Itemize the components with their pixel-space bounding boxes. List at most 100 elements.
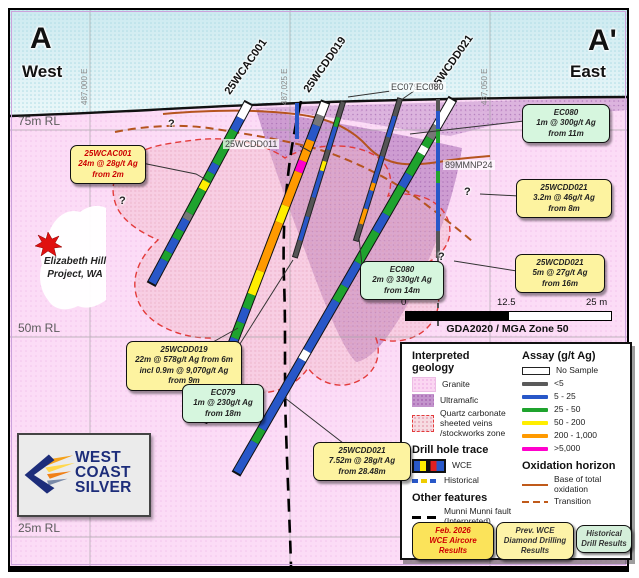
legend-label: WCE xyxy=(452,460,472,471)
wa-state-silhouette xyxy=(40,205,106,310)
key-prev-diamond-results: Prev. WCE Diamond Drilling Results xyxy=(496,522,574,561)
oxidation-transition-line xyxy=(114,124,473,242)
hole-label-89mmnp24: 89MMNP24 xyxy=(443,160,495,170)
easting-label-487050: 487,050 E xyxy=(480,68,489,105)
rl-label-50m: 50m RL xyxy=(18,321,61,335)
drill-trace-ec079 xyxy=(291,100,347,259)
legend-swatch xyxy=(412,459,446,474)
legend-swatch xyxy=(412,377,436,392)
section-direction-west: West xyxy=(22,62,63,81)
west-coast-silver-logo: WEST COAST SILVER xyxy=(17,433,151,517)
legend-swatch xyxy=(522,394,548,399)
legend-item: Base of total oxidation xyxy=(522,474,626,495)
legend-trace-title: Drill hole trace xyxy=(412,444,489,457)
collar-label-ec080: EC080 xyxy=(414,82,446,92)
legend-label: 50 - 200 xyxy=(554,416,586,427)
legend-item: Quartz carbonate sheeted veins /stockwor… xyxy=(412,408,514,438)
cross-section-canvas xyxy=(10,10,627,566)
legend-label: 5 - 25 xyxy=(554,390,576,401)
wcs-logo-icon xyxy=(24,454,75,494)
map-area: A West A' East 75m RL 50m RL 25m RL 487,… xyxy=(10,10,632,566)
rl-label-75m: 75m RL xyxy=(18,114,61,128)
legend-label: No Sample xyxy=(556,364,599,375)
trace-list: WCE Historical xyxy=(412,459,514,486)
section-marker-a: A xyxy=(30,22,52,55)
legend-label: >5,000 xyxy=(554,442,581,453)
features-list: Munni Munni fault (Interpreted) xyxy=(412,507,514,527)
legend-item: Ultramafic xyxy=(412,394,514,407)
legend-swatch xyxy=(412,415,434,433)
easting-label-487025: 487,025 E xyxy=(280,68,289,105)
easting-label-487000: 487,000 E xyxy=(80,68,89,105)
legend-label: Ultramafic xyxy=(440,394,479,405)
legend-swatch xyxy=(522,420,548,425)
legend-label: Quartz carbonate sheeted veins /stockwor… xyxy=(440,408,506,438)
legend-label: Base of total oxidation xyxy=(554,474,602,494)
question-mark: ? xyxy=(119,195,126,207)
legend-item: Granite xyxy=(412,377,514,392)
legend-item: 50 - 200 xyxy=(522,417,626,428)
legend-label: 200 - 1,000 xyxy=(554,429,598,440)
legend-swatch xyxy=(522,500,548,504)
scalebar-tick-125: 12.5 xyxy=(497,297,516,308)
legend-item: <5 xyxy=(522,378,626,389)
callout-ec080-300: EC080 1m @ 300g/t Ag from 11m xyxy=(522,104,610,144)
scalebar-right-segment xyxy=(508,311,612,321)
question-mark: ? xyxy=(464,186,471,198)
legend-swatch xyxy=(522,433,548,438)
legend-swatch xyxy=(522,366,550,375)
legend-item: 5 - 25 xyxy=(522,391,626,402)
munni-munni-fault xyxy=(282,100,303,566)
callout-ec080-330: EC080 2m @ 330g/t Ag from 14m xyxy=(360,261,444,301)
callout-ec079: EC079 1m @ 230g/t Ag from 18m xyxy=(182,384,264,424)
scalebar-datum-label: GDA2020 / MGA Zone 50 xyxy=(446,323,569,335)
legend-swatch xyxy=(522,407,548,412)
legend-label: Historical xyxy=(444,474,479,485)
legend-label: <5 xyxy=(554,377,564,388)
hole-label-25wcdd011: 25WCDD011 xyxy=(223,139,280,149)
collar-label-ec079: EC079 xyxy=(389,82,421,92)
legend-item: Transition xyxy=(522,496,626,508)
callout-25wcdd021-46: 25WCDD021 3.2m @ 46g/t Ag from 8m xyxy=(516,179,612,219)
assay-list: No Sample <5 5 - 25 25 - 50 50 - 200 200 - 1,… xyxy=(522,365,626,454)
drill-trace-shallow-vertical xyxy=(295,103,299,139)
callout-25wcdd021-27: 25WCDD021 5m @ 27g/t Ag from 16m xyxy=(515,254,605,294)
project-location-label: Elizabeth Hill Project, WA xyxy=(43,256,107,280)
scalebar-left-segment xyxy=(405,311,510,321)
legend-swatch xyxy=(412,515,438,519)
legend-item: Munni Munni fault (Interpreted) xyxy=(412,507,514,527)
legend-item: 25 - 50 xyxy=(522,404,626,415)
legend-label: Munni Munni fault (Interpreted) xyxy=(444,506,512,526)
callout-25wcac001: 25WCAC001 24m @ 28g/t Ag from 2m xyxy=(70,145,146,185)
legend-label: 25 - 50 xyxy=(554,403,581,414)
section-marker-a-prime: A' xyxy=(588,24,617,57)
legend-item: No Sample xyxy=(522,365,626,376)
scalebar-tick-0: 0 xyxy=(401,297,407,308)
callout-25wcdd021-28: 25WCDD021 7.52m @ 28g/t Ag from 28.48m xyxy=(313,442,411,482)
legend-item: Historical xyxy=(412,475,514,486)
legend-swatch xyxy=(412,478,438,483)
legend-item: 200 - 1,000 xyxy=(522,430,626,441)
section-direction-east: East xyxy=(570,62,606,81)
legend-oxidation-title: Oxidation horizon xyxy=(522,460,616,472)
question-mark: ? xyxy=(438,251,445,263)
legend-geology-title: Interpreted geology xyxy=(412,350,470,374)
callout-25wcdd019: 25WCDD019 22m @ 578g/t Ag from 6m incl 0… xyxy=(126,341,242,391)
legend-swatch xyxy=(522,381,548,386)
question-mark: ? xyxy=(168,118,175,130)
legend-label: Granite xyxy=(442,378,470,389)
location-star-icon xyxy=(34,231,63,257)
map-frame: A West A' East 75m RL 50m RL 25m RL 487,… xyxy=(8,8,632,572)
legend-swatch xyxy=(522,483,548,487)
key-aircore-results: Feb. 2026 WCE Aircore Results xyxy=(412,522,494,561)
legend-label: Transition xyxy=(554,496,592,507)
rl-label-25m: 25m RL xyxy=(18,521,61,535)
legend-item: >5,000 xyxy=(522,443,626,454)
logo-wordmark: WEST COAST SILVER xyxy=(75,449,132,497)
